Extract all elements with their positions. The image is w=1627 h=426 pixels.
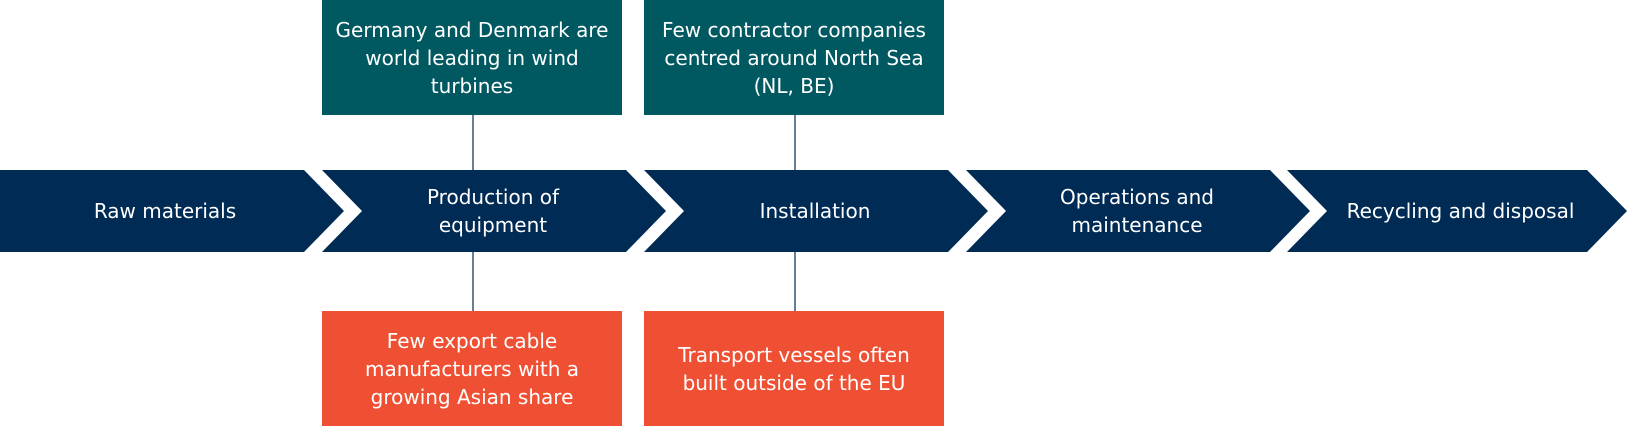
chevron-production bbox=[322, 170, 666, 252]
note-bottom-installation: Transport vessels often built outside of… bbox=[644, 311, 944, 426]
stage-label-operations: Operations and maintenance bbox=[1060, 184, 1214, 237]
stage-label-raw-materials: Raw materials bbox=[93, 198, 237, 223]
chevron-recycling bbox=[1287, 170, 1627, 252]
note-bottom-production: Few export cable manufacturers with a gr… bbox=[322, 311, 622, 426]
chevron-installation bbox=[644, 170, 988, 252]
chevron-operations bbox=[966, 170, 1310, 252]
stage-label-production: Production of equipment bbox=[426, 184, 560, 237]
stage-label-recycling: Recycling and disposal bbox=[1346, 198, 1575, 223]
chevron-raw-materials bbox=[0, 170, 344, 252]
note-top-installation: Few contractor companies centred around … bbox=[644, 0, 944, 115]
stage-label-installation: Installation bbox=[759, 198, 871, 223]
note-top-production: Germany and Denmark are world leading in… bbox=[322, 0, 622, 115]
